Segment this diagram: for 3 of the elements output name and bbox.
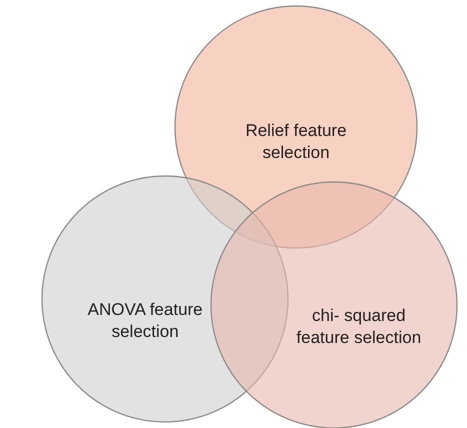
circle-label: Relief feature selection xyxy=(244,120,348,164)
circle-label: chi- squared feature selection xyxy=(295,305,422,349)
circle-label: ANOVA feature selection xyxy=(86,299,204,343)
